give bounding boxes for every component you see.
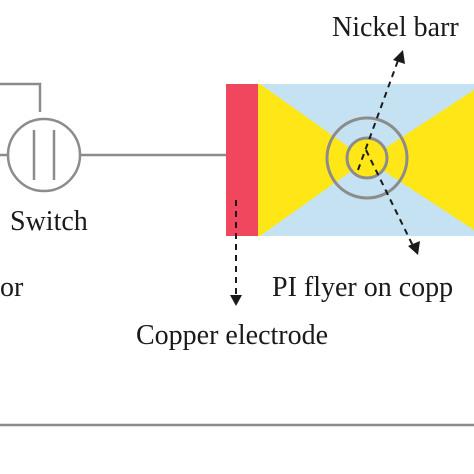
nickel-barrier-label: Nickel barr (332, 12, 459, 43)
copper-electrode-arrowhead (230, 295, 242, 306)
nickel-barrier-outer-ring (325, 116, 409, 200)
flyer-assembly (226, 84, 474, 236)
capacitor-label: or (0, 272, 24, 303)
pi-flyer-arrow-line (365, 149, 416, 251)
callout-arrows (235, 54, 416, 298)
copper-electrode (226, 84, 258, 236)
nickel-barrier-inner-ring (345, 136, 389, 180)
switch-label: Switch (10, 206, 88, 237)
nickel-barrier-arrowhead (393, 50, 405, 64)
copper-electrode-label: Copper electrode (136, 320, 328, 351)
barrier-upper-wedge (260, 84, 474, 160)
switch-circle (6, 117, 82, 193)
circuit-wires (0, 82, 474, 427)
switch-symbol (6, 117, 82, 193)
nickel-barrier-arrow-line (357, 54, 401, 171)
pi-flyer-arrowhead (408, 241, 420, 255)
pi-flyer-label: PI flyer on copp (272, 272, 453, 303)
callout-arrowheads (230, 50, 420, 306)
top-wire (0, 82, 42, 112)
